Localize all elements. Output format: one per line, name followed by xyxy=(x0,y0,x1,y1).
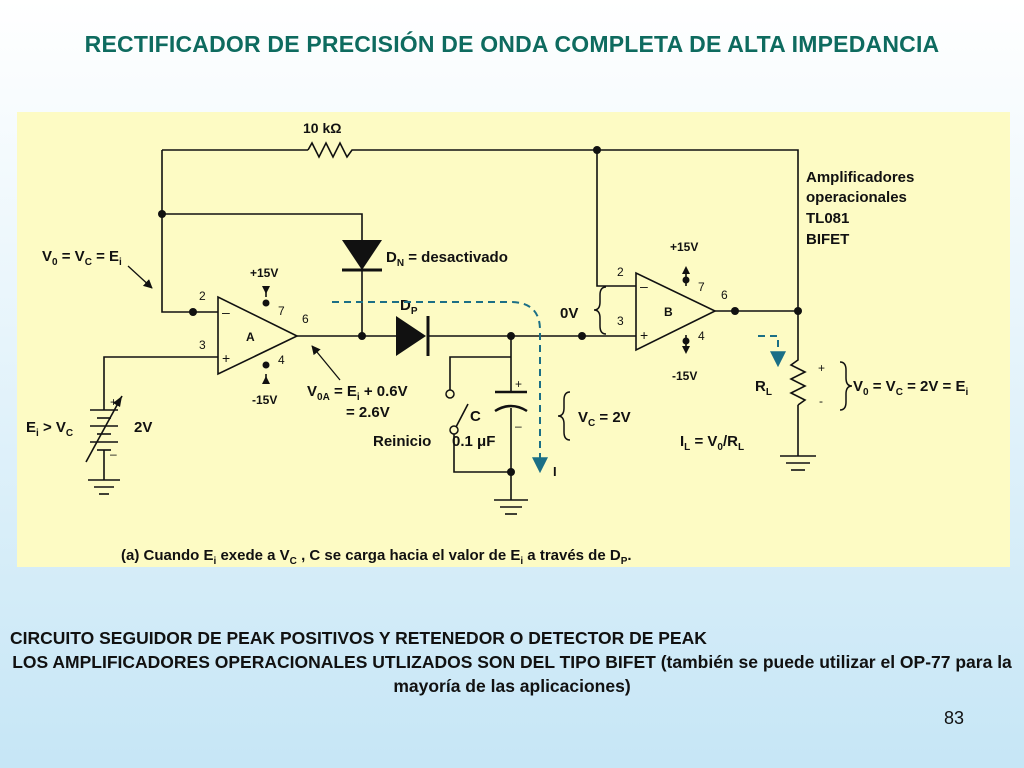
diode-dp-label: DP xyxy=(400,297,418,317)
vout-b-label: V0 = VC = 2V = Ei xyxy=(853,378,968,398)
junction-dots xyxy=(158,146,802,476)
op-amp-a-pin-4: 4 xyxy=(278,353,285,367)
diagram-caption: (a) Cuando Ei exede a VC , C se carga ha… xyxy=(121,547,632,567)
slide-footer-text: CIRCUITO SEGUIDOR DE PEAK POSITIVOS Y RE… xyxy=(10,626,1014,698)
il-label: IL = V0/RL xyxy=(680,433,744,453)
hold-capacitor: + – C 0.1 μF xyxy=(452,377,528,450)
vout-a-label: V0 = VC = Ei xyxy=(42,248,122,268)
op-amp-b: B – + 2 3 7 4 6 +15V -15V xyxy=(617,240,728,383)
op-amp-b-plus: + xyxy=(640,327,648,343)
amplifiers-note-line: Amplificadores xyxy=(806,169,914,186)
vout-brace xyxy=(839,361,853,411)
op-amp-a-pin-7: 7 xyxy=(278,304,285,318)
current-label: I xyxy=(553,464,557,479)
amplifiers-note-line: operacionales xyxy=(806,189,907,206)
ground-symbols xyxy=(88,455,816,515)
op-amp-b-pin-2: 2 xyxy=(617,265,624,279)
op-amp-b-pin-7: 7 xyxy=(698,280,705,294)
reset-label: Reinicio xyxy=(373,433,431,450)
load-plus: + xyxy=(818,361,825,375)
capacitor-value: 0.1 μF xyxy=(452,433,495,450)
page-number: 83 xyxy=(943,708,964,728)
op-amp-a: A – + 2 3 7 4 6 +15V -15V xyxy=(199,266,309,407)
input-source-plus: + xyxy=(110,395,117,409)
charging-current-path xyxy=(332,301,786,474)
vout-a-arrow xyxy=(127,265,153,289)
input-source-value: 2V xyxy=(134,419,152,436)
op-amp-a-minus: – xyxy=(222,304,230,320)
amplifiers-note-line: BIFET xyxy=(806,231,849,248)
voa-value: = 2.6V xyxy=(346,404,390,421)
amplifiers-note: Amplificadores operacionales TL081 BIFET xyxy=(806,169,914,248)
load-resistor: RL + - V0 = VC = 2V = Ei IL = V0/RL xyxy=(680,355,968,453)
zero-volt-label: 0V xyxy=(560,305,578,322)
reset-switch: Reinicio xyxy=(373,389,469,450)
circuit-diagram-panel: 10 kΩ A – + 2 3 7 4 6 +15V -15V B – + 2 … xyxy=(17,112,1010,567)
diode-dp: DP xyxy=(396,297,430,356)
op-amp-b-pin-4: 4 xyxy=(698,329,705,343)
op-amp-b-supply-negative: -15V xyxy=(672,369,697,383)
op-amp-b-minus: – xyxy=(640,278,648,294)
op-amp-a-plus: + xyxy=(222,350,230,366)
feedback-resistor: 10 kΩ xyxy=(303,120,356,159)
input-condition-label: Ei > VC xyxy=(26,419,73,439)
diode-dn: DN = desactivado xyxy=(342,240,508,272)
load-minus: - xyxy=(819,394,823,408)
op-amp-a-pin-3: 3 xyxy=(199,338,206,352)
capacitor-minus: – xyxy=(515,419,522,433)
op-amp-a-label: A xyxy=(246,330,255,344)
op-amp-b-pin-6: 6 xyxy=(721,288,728,302)
input-source-minus: – xyxy=(110,447,117,461)
op-amp-b-supply-positive: +15V xyxy=(670,240,698,254)
resistor-label: 10 kΩ xyxy=(303,120,341,136)
rl-label: RL xyxy=(755,378,772,398)
capacitor-name: C xyxy=(470,408,481,425)
voa-label: V0A = Ei + 0.6V xyxy=(307,383,408,403)
op-amp-b-label: B xyxy=(664,305,673,319)
footer-line-2: LOS AMPLIFICADORES OPERACIONALES UTLIZAD… xyxy=(12,652,1012,696)
vc-label: VC = 2V xyxy=(578,409,631,429)
op-amp-a-pin-2: 2 xyxy=(199,289,206,303)
slide-title: RECTIFICADOR DE PRECISIÓN DE ONDA COMPLE… xyxy=(84,31,940,57)
op-amp-a-supply-negative: -15V xyxy=(252,393,277,407)
op-amp-a-supply-positive: +15V xyxy=(250,266,278,280)
amplifiers-note-line: TL081 xyxy=(806,210,849,227)
footer-line-1: CIRCUITO SEGUIDOR DE PEAK POSITIVOS Y RE… xyxy=(10,628,707,648)
vc-brace xyxy=(557,391,571,441)
input-source: + – 2V Ei > VC xyxy=(26,395,152,463)
op-amp-b-pin-3: 3 xyxy=(617,314,624,328)
circuit-diagram: 10 kΩ A – + 2 3 7 4 6 +15V -15V B – + 2 … xyxy=(26,120,968,567)
capacitor-plus: + xyxy=(515,377,522,391)
zero-volt-brace xyxy=(593,286,607,335)
op-amp-a-pin-6: 6 xyxy=(302,312,309,326)
voa-arrow xyxy=(311,345,341,381)
diode-dn-label: DN = desactivado xyxy=(386,249,508,269)
